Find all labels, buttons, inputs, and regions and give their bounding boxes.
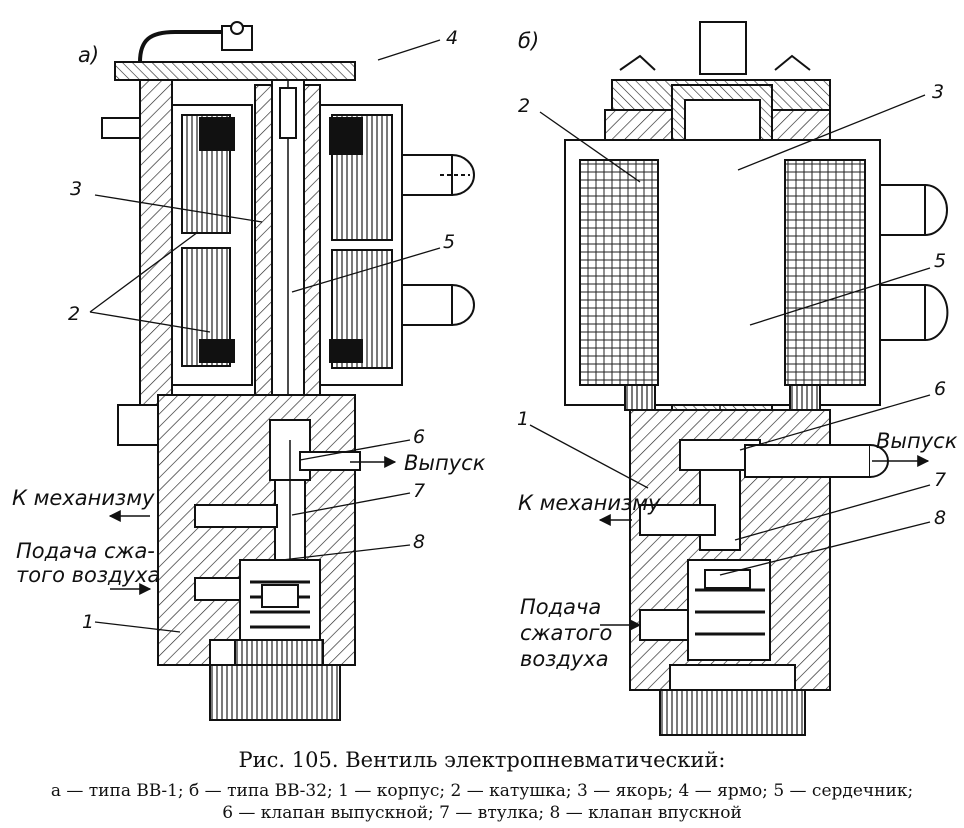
label-b-1: 1 [517,408,529,430]
figure-caption-title: Рис. 105. Вентиль электропневматический: [238,748,726,772]
label-b-3: 3 [932,81,944,103]
label-a-4: 4 [446,27,458,49]
panel-a-label: а) [78,43,99,67]
label-a-2: 2 [68,303,80,325]
label-b-5: 5 [934,250,946,272]
label-a-3: 3 [70,178,82,200]
label-a-podacha-2: того воздуха [16,563,160,587]
valve-vv1-drawing [89,21,475,721]
label-b-podacha-1: Подача [520,595,601,619]
figure-caption-line-1: а — типа ВВ-1; б — типа ВВ-32; 1 — корпу… [50,781,914,801]
label-a-vypusk: Выпуск [404,451,486,475]
label-a-8: 8 [413,531,425,553]
label-a-podacha-1: Подача сжа- [16,539,155,563]
figure-caption-line-2: 6 — клапан выпускной; 7 — втулка; 8 — кл… [222,803,742,823]
label-a-5: 5 [443,231,455,253]
label-b-vypusk: Выпуск [876,429,958,453]
label-b-6: 6 [934,378,946,400]
label-a-1: 1 [82,611,94,633]
panel-b-label: б) [518,29,539,53]
label-b-7: 7 [934,469,946,491]
label-b-podacha-3: воздуха [520,647,609,671]
valve-diagram: а) 4 3 2 5 6 7 8 1 Выпуск К механизму По… [12,21,958,736]
label-b-2: 2 [518,95,530,117]
label-b-podacha-2: сжатого [520,621,612,645]
label-a-6: 6 [413,426,425,448]
valve-vv32-drawing [529,21,949,736]
label-a-k-mekhanizmu: К механизму [12,486,155,510]
label-b-8: 8 [934,507,946,529]
label-a-7: 7 [413,480,425,502]
label-b-k-mekhanizmu: К механизму [518,491,661,515]
